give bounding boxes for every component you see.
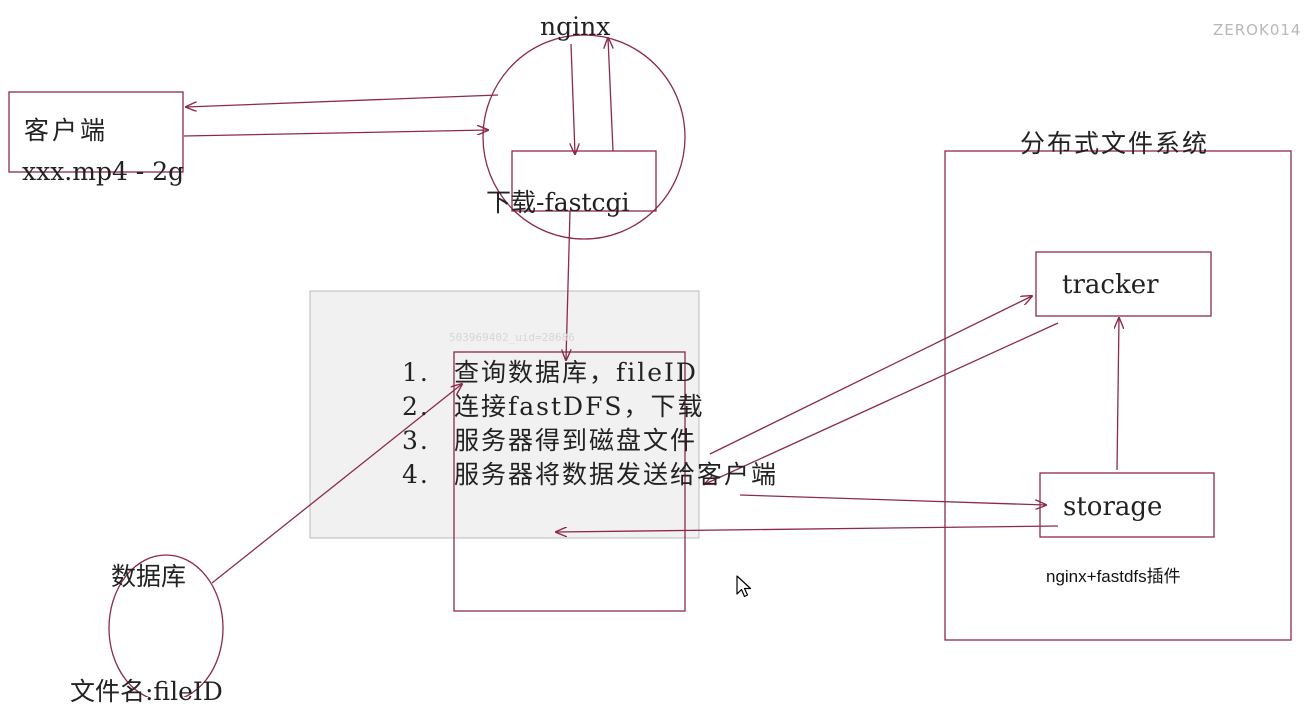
client-label: 客户端 bbox=[24, 116, 109, 145]
step-text: 服务器得到磁盘文件 bbox=[454, 426, 698, 455]
arrow-database-to-server bbox=[211, 384, 462, 584]
arrow-tracker-to-server bbox=[705, 322, 1059, 484]
dfs-box bbox=[944, 150, 1292, 641]
nginx-label: nginx bbox=[540, 12, 611, 41]
processing-steps: 1. 查询数据库，fileID 2. 连接fastDFS，下载 3. 服务器得到… bbox=[402, 356, 778, 492]
arrow-fastcgi-to-nginx bbox=[608, 38, 614, 152]
tracker-label: tracker bbox=[1062, 270, 1159, 300]
step-text: 查询数据库，fileID bbox=[454, 358, 698, 387]
arrow-storage-to-server bbox=[556, 525, 1059, 532]
overlay-panel bbox=[309, 290, 700, 539]
arrow-nginx-to-fastcgi bbox=[571, 43, 575, 154]
arrow-storage-to-tracker bbox=[1117, 318, 1119, 471]
step-text: 连接fastDFS，下载 bbox=[454, 392, 705, 421]
fastcgi-box bbox=[511, 150, 657, 212]
step-item: 3. 服务器得到磁盘文件 bbox=[402, 424, 778, 458]
step-number: 2. bbox=[402, 392, 430, 421]
step-item: 1. 查询数据库，fileID bbox=[402, 356, 778, 390]
arrow-nginx-to-client bbox=[186, 94, 499, 107]
database-content-label: 文件名:fileID bbox=[70, 677, 223, 706]
storage-note: nginx+fastdfs插件 bbox=[1046, 567, 1181, 586]
arrow-fastcgi-to-server bbox=[566, 210, 570, 360]
watermark: ZEROK014 bbox=[1213, 21, 1302, 39]
client-file-label: xxx.mp4 - 2g bbox=[22, 157, 185, 186]
dfs-title: 分布式文件系统 bbox=[1020, 129, 1210, 158]
step-number: 1. bbox=[402, 358, 430, 387]
client-box bbox=[8, 91, 184, 173]
storage-label: storage bbox=[1063, 492, 1163, 522]
step-number: 3. bbox=[402, 426, 430, 455]
step-text: 服务器将数据发送给客户端 bbox=[454, 460, 779, 489]
arrow-server-to-tracker bbox=[709, 296, 1032, 455]
step-item: 2. 连接fastDFS，下载 bbox=[402, 390, 778, 424]
overlay-watermark: 503969402_uid=28686 bbox=[449, 331, 575, 344]
tracker-box bbox=[1035, 251, 1212, 317]
database-ellipse bbox=[108, 554, 224, 697]
database-label: 数据库 bbox=[111, 562, 187, 591]
step-number: 4. bbox=[402, 460, 430, 489]
arrow-server-to-storage bbox=[739, 494, 1046, 505]
arrow-client-to-nginx bbox=[183, 130, 488, 137]
mouse-cursor-icon bbox=[736, 575, 752, 598]
fastcgi-label: 下载-fastcgi bbox=[486, 188, 630, 217]
nginx-circle bbox=[482, 34, 686, 240]
step-item: 4. 服务器将数据发送给客户端 bbox=[402, 458, 778, 492]
